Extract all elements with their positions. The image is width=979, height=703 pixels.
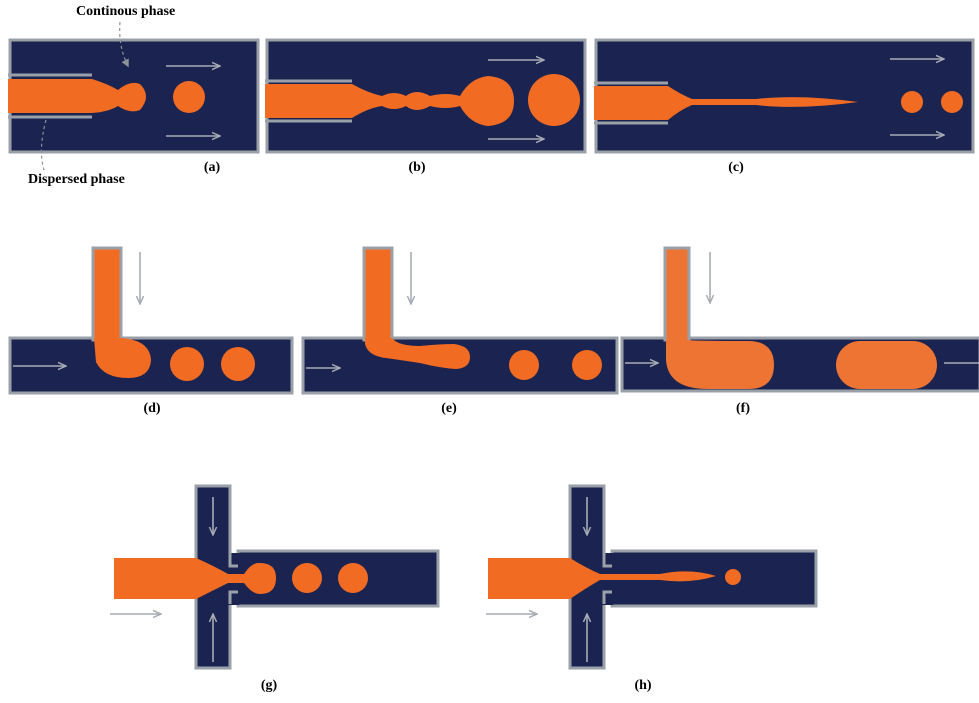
panel-label-a: (a)	[203, 160, 221, 175]
panel-c	[594, 38, 975, 154]
neck-forming-e	[365, 338, 470, 369]
inner-capillary-wall-a	[8, 73, 92, 119]
droplet-g-2	[338, 563, 368, 593]
dispersed-stream-a	[8, 79, 146, 113]
droplet-a-1	[173, 81, 205, 113]
plug-forming-d	[94, 338, 151, 378]
plug-f-1	[836, 341, 937, 389]
side-inlet-f	[663, 246, 691, 342]
droplet-b-1	[528, 74, 580, 126]
panel-g	[110, 484, 440, 670]
droplet-d-2	[221, 347, 255, 381]
inner-capillary-wall-b	[265, 79, 352, 123]
dispersed-jet-b	[265, 76, 514, 126]
droplet-d-1	[170, 347, 204, 381]
panel-b	[265, 38, 587, 154]
side-inlet-opening-f	[666, 336, 688, 342]
continuous-phase-label: Continous phase	[76, 4, 176, 19]
droplet-g-1	[292, 563, 322, 593]
panel-label-h: (h)	[634, 678, 652, 693]
inner-capillary-wall-c	[594, 81, 668, 125]
droplet-c-1	[901, 91, 923, 113]
panel-d	[8, 246, 294, 395]
orifice-step-g	[228, 553, 238, 604]
panel-f	[620, 246, 979, 393]
droplet-h-1	[725, 569, 741, 585]
panel-a	[8, 21, 260, 171]
plug-forming-f	[666, 340, 774, 389]
panel-label-d: (d)	[143, 401, 161, 416]
droplet-e-2	[572, 350, 602, 380]
dispersed-jet-h	[488, 558, 716, 599]
panel-label-c: (c)	[728, 160, 744, 175]
orifice-step-h	[602, 553, 612, 604]
panel-label-b: (b)	[408, 160, 426, 175]
droplet-c-2	[941, 91, 963, 113]
dispersed-stream-g	[114, 558, 276, 599]
dispersed-jet-c	[594, 86, 858, 120]
panel-label-e: (e)	[441, 401, 457, 416]
dispersed-phase-label: Dispersed phase	[28, 172, 125, 187]
side-inlet-e	[362, 246, 394, 342]
panel-label-g: (g)	[260, 678, 278, 693]
panel-e	[301, 246, 619, 395]
droplet-e-1	[509, 350, 539, 380]
panel-label-f: (f)	[736, 401, 750, 416]
side-inlet-d	[91, 246, 123, 342]
panel-h	[486, 484, 818, 670]
